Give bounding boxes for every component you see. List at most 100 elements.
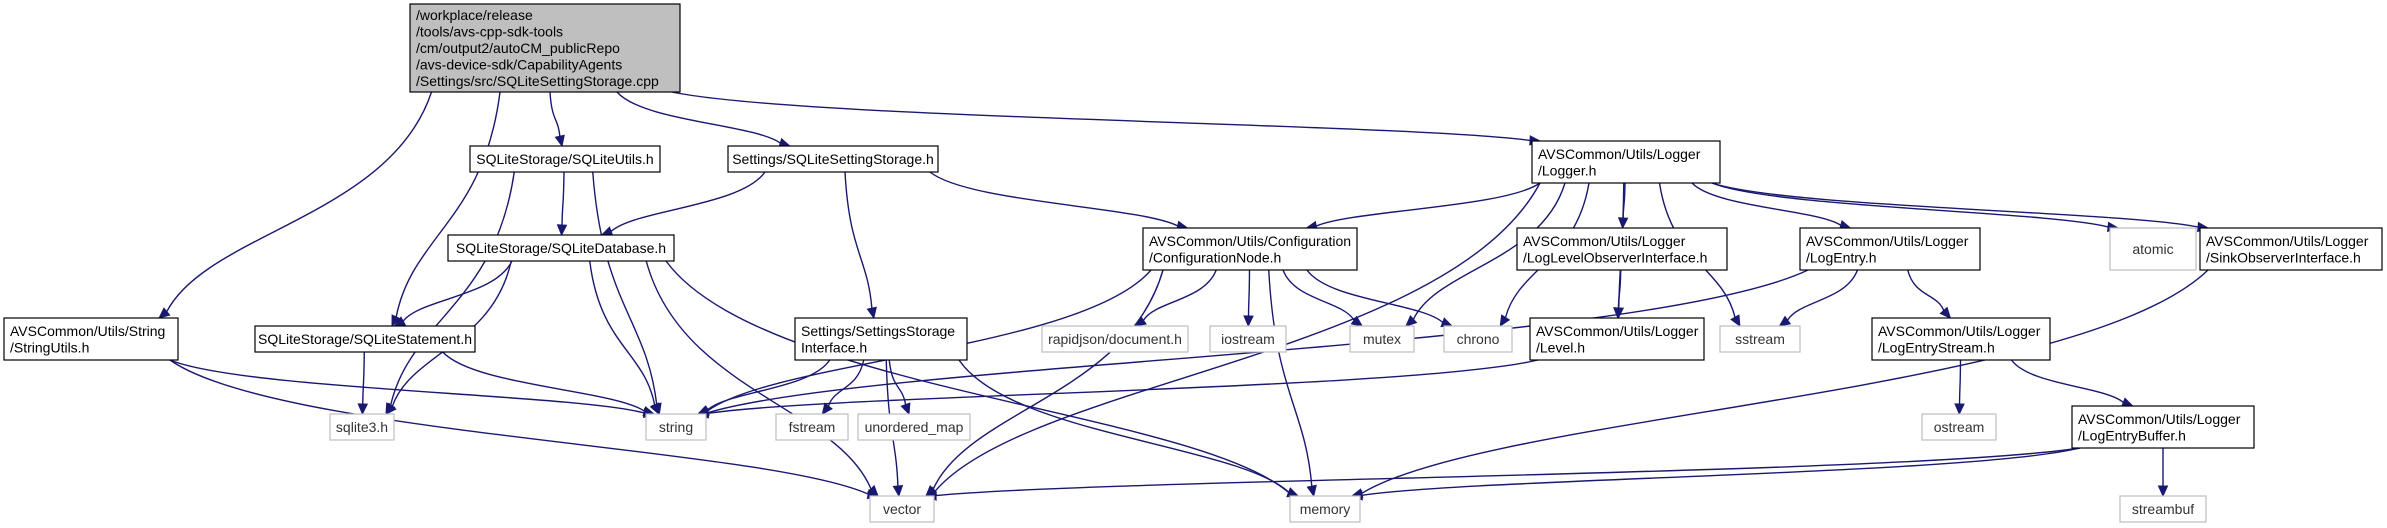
node-label-line: SQLiteStorage/SQLiteDatabase.h [456, 240, 666, 256]
edge-sinkobs-to-memory [1350, 269, 2209, 499]
node-sinkobs[interactable]: AVSCommon/Utils/Logger/SinkObserverInter… [2199, 227, 2383, 271]
edge-line [1142, 269, 1217, 321]
edge-line [610, 171, 766, 232]
node-label-line: AVSCommon/Utils/Logger [1878, 323, 2041, 339]
node-stringutils[interactable]: AVSCommon/Utils/String/StringUtils.h [3, 317, 179, 361]
edge-logentrybuffer-to-vector [924, 447, 2081, 501]
node-logentrybuffer[interactable]: AVSCommon/Utils/Logger/LogEntryBuffer.h [2071, 405, 2255, 449]
edge-line [390, 171, 515, 406]
edge-stringutils-to-vector [169, 359, 880, 500]
node-box [1799, 227, 1981, 271]
edge-logger-to-mutex [1405, 182, 1566, 327]
edge-line [592, 171, 658, 405]
node-unordered-map: unordered_map [857, 413, 971, 441]
edge-line [665, 260, 1290, 494]
node-mutex: mutex [1349, 325, 1415, 353]
node-ostream: ostream [1921, 413, 1997, 441]
node-box [2199, 227, 2383, 271]
edge-line [1315, 182, 1541, 227]
edge-line [1361, 447, 2081, 497]
edge-root-to-stringutils [158, 91, 433, 319]
arrowhead [2121, 397, 2134, 408]
edge-settingstorage-h-to-confignode [929, 171, 1189, 231]
edge-line [1711, 182, 2199, 228]
node-logger[interactable]: AVSCommon/Utils/Logger/Logger.h [1531, 140, 1721, 184]
node-box [869, 495, 935, 523]
node-label-line: rapidjson/document.h [1048, 331, 1182, 347]
node-label-line: /LogEntryStream.h [1878, 339, 1995, 355]
node-box [1443, 325, 1513, 353]
node-label-line: AVSCommon/Utils/Logger [2078, 411, 2241, 427]
edge-line [1361, 269, 2209, 495]
node-label-line: atomic [2132, 241, 2173, 257]
node-box [329, 413, 395, 441]
edge-line [706, 359, 831, 411]
node-chrono: chrono [1443, 325, 1513, 353]
node-confignode[interactable]: AVSCommon/Utils/Configuration/Configurat… [1142, 227, 1358, 271]
edge-line [932, 269, 1164, 490]
node-label-line: /LogLevelObserverInterface.h [1523, 249, 1707, 265]
edge-root-to-logger [671, 91, 1542, 146]
node-logentrystream[interactable]: AVSCommon/Utils/Logger/LogEntryStream.h [1871, 317, 2051, 361]
edge-settingsstorage-if-to-unordered-map [888, 359, 911, 416]
edge-stringutils-to-string [169, 359, 656, 419]
node-label-line: AVSCommon/Utils/Logger [2206, 233, 2369, 249]
edge-line [958, 359, 1290, 493]
node-label-line: /ConfigurationNode.h [1149, 249, 1281, 265]
node-root[interactable]: /workplace/release/tools/avs-cpp-sdk-too… [409, 3, 681, 93]
arrowhead [554, 134, 565, 148]
edge-confignode-to-vector [925, 269, 1164, 497]
node-memory: memory [1289, 495, 1361, 523]
node-label-line: /cm/output2/autoCM_publicRepo [416, 40, 620, 56]
node-fstream: fstream [775, 413, 849, 441]
edge-root-to-sqlitestatement [391, 91, 501, 328]
arrowhead [1440, 317, 1454, 328]
node-sqlitedatabase[interactable]: SQLiteStorage/SQLiteDatabase.h [447, 234, 675, 262]
node-iostream: iostream [1209, 325, 1287, 353]
node-label-line: /LogEntry.h [1806, 249, 1877, 265]
node-box [1719, 325, 1801, 353]
node-label-line: AVSCommon/Utils/Logger [1538, 146, 1701, 162]
node-label-line: /tools/avs-cpp-sdk-tools [416, 24, 563, 40]
edge-sqliteutils-to-string [592, 171, 662, 416]
node-sqlitestatement[interactable]: SQLiteStorage/SQLiteStatement.h [254, 325, 476, 353]
node-box [1529, 317, 1705, 361]
node-string: string [645, 413, 707, 441]
node-label-line: SQLiteStorage/SQLiteStatement.h [258, 331, 472, 347]
edge-logentrystream-to-logentrybuffer [2010, 359, 2134, 408]
arrowhead [866, 306, 877, 320]
edge-line [169, 359, 869, 495]
node-label-line: AVSCommon/Utils/Logger [1806, 233, 1969, 249]
edge-settingsstorage-if-to-fstream [821, 359, 865, 415]
node-label-line: vector [883, 501, 921, 517]
arrowhead [385, 402, 397, 415]
node-label-line: /workplace/release [416, 7, 533, 23]
edge-line [1907, 269, 1945, 311]
arrowhead [892, 485, 904, 498]
arrowhead [1613, 307, 1624, 320]
node-box [469, 145, 661, 173]
node-label-line: /Settings/src/SQLiteSettingStorage.cpp [416, 73, 659, 89]
node-sqliteutils[interactable]: SQLiteStorage/SQLiteUtils.h [469, 145, 661, 173]
edge-line [1268, 269, 1313, 487]
edge-line [929, 171, 1178, 227]
edge-line [1282, 269, 1355, 321]
edge-line [1306, 269, 1444, 323]
node-label-line: memory [1300, 501, 1351, 517]
arrowhead [821, 402, 833, 415]
node-settingstorage-h[interactable]: Settings/SQLiteSettingStorage.h [727, 145, 939, 173]
node-label-line: streambuf [2132, 501, 2194, 517]
node-level[interactable]: AVSCommon/Utils/Logger/Level.h [1529, 317, 1705, 361]
edge-settingstorage-h-to-settingsstorage-if [844, 171, 877, 320]
arrowhead [1405, 315, 1418, 327]
node-box [447, 234, 675, 262]
node-label-line: /Logger.h [1538, 162, 1596, 178]
arrowhead [2157, 485, 2169, 498]
edge-line [589, 260, 656, 406]
arrowhead [1243, 315, 1254, 328]
node-logentry[interactable]: AVSCommon/Utils/Logger/LogEntry.h [1799, 227, 1981, 271]
node-levelobs[interactable]: AVSCommon/Utils/Logger/LogLevelObserverI… [1516, 227, 1728, 271]
edge-line [1412, 182, 1566, 320]
